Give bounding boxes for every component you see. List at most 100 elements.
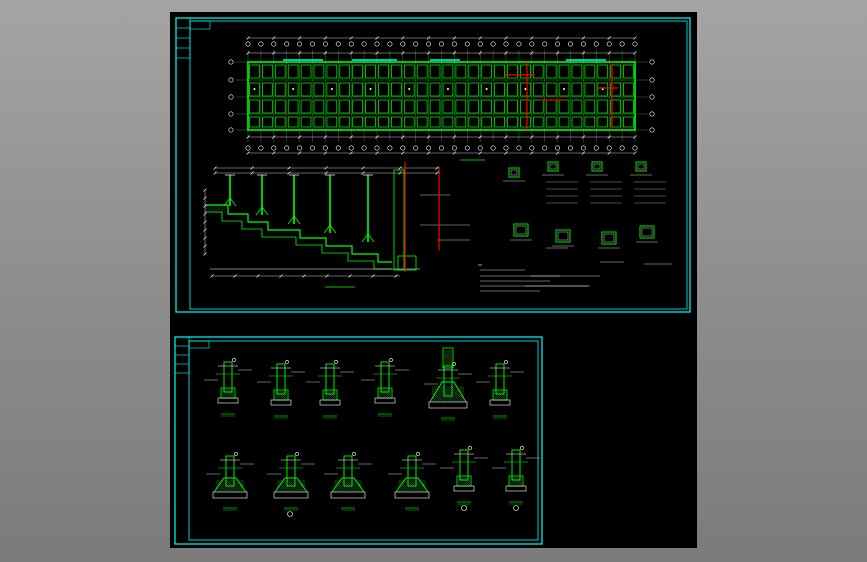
cad-rect bbox=[610, 82, 621, 97]
dimension-tick bbox=[607, 51, 611, 55]
hatch-line bbox=[399, 479, 412, 493]
hatch-line bbox=[416, 479, 427, 490]
cad-rect bbox=[262, 116, 273, 128]
axis-bubble bbox=[400, 41, 406, 47]
hatch-line bbox=[221, 479, 234, 493]
hatch-line bbox=[378, 392, 384, 398]
hatch-line bbox=[437, 385, 455, 403]
dimension-tick bbox=[323, 151, 328, 155]
cad-rect bbox=[455, 64, 467, 79]
hatch-line bbox=[280, 390, 288, 398]
dimension-tick bbox=[323, 135, 328, 139]
hatch-line bbox=[204, 209, 209, 214]
axis-bubble bbox=[322, 41, 328, 47]
model-space-sheet[interactable] bbox=[170, 12, 697, 548]
hatch-line bbox=[397, 480, 410, 493]
axis-bubble bbox=[245, 145, 251, 151]
footing-marker bbox=[232, 358, 236, 362]
cad-rect bbox=[623, 116, 634, 128]
cad-rect bbox=[339, 99, 351, 114]
dimension-tick bbox=[361, 166, 365, 170]
hatch-line bbox=[442, 385, 459, 403]
dimension-tick bbox=[401, 36, 405, 40]
axis-bubble bbox=[503, 41, 509, 47]
top-title-strip bbox=[175, 17, 211, 59]
dimension-tick bbox=[398, 166, 402, 170]
hatch-line bbox=[333, 483, 343, 493]
hatch-line bbox=[435, 385, 452, 403]
axis-bubble bbox=[309, 41, 315, 47]
dimension-tick bbox=[272, 135, 276, 139]
plan-pile-mark bbox=[446, 88, 449, 90]
cad-rect bbox=[313, 82, 325, 97]
axis-bubble bbox=[649, 111, 655, 117]
dimension-tick bbox=[581, 135, 586, 139]
cad-rect bbox=[374, 397, 396, 404]
hatch-line bbox=[431, 390, 444, 403]
cad-rect bbox=[212, 491, 248, 499]
cad-rect bbox=[545, 116, 557, 128]
hatch-line bbox=[462, 385, 465, 388]
hatch-line bbox=[457, 482, 461, 486]
top-sheet-border bbox=[175, 17, 691, 313]
dimension-tick bbox=[452, 51, 457, 55]
cad-rect bbox=[276, 363, 286, 395]
hatch-line bbox=[215, 485, 223, 493]
cad-rect bbox=[468, 82, 480, 97]
axis-bubble bbox=[361, 145, 367, 151]
axis-bubble bbox=[649, 127, 655, 133]
cad-rect bbox=[584, 64, 596, 79]
hatch-line bbox=[433, 385, 450, 403]
axis-bubble bbox=[555, 41, 561, 47]
cad-rect bbox=[300, 99, 312, 114]
axis-bubble bbox=[580, 145, 586, 151]
cad-rect bbox=[378, 116, 389, 128]
hatch-line bbox=[431, 393, 441, 403]
cad-rect bbox=[481, 116, 492, 128]
hatch-line bbox=[465, 476, 471, 482]
cad-rect bbox=[494, 116, 505, 128]
hatch-line bbox=[277, 390, 287, 400]
bottom-sheet-inner-border bbox=[188, 340, 539, 541]
hatch-line bbox=[457, 478, 465, 486]
axis-bubble bbox=[451, 145, 457, 151]
hatch-line bbox=[431, 386, 448, 403]
hatch-line bbox=[333, 390, 337, 394]
cad-rect bbox=[623, 82, 634, 97]
plan-axis-bubbles bbox=[228, 41, 655, 151]
section-axis-lines bbox=[404, 162, 440, 272]
footing-section bbox=[306, 360, 354, 419]
plan-pile-mark bbox=[524, 88, 527, 90]
cad-rect bbox=[343, 455, 353, 487]
hatch-line bbox=[431, 395, 439, 403]
hatch-line bbox=[276, 485, 284, 493]
hatch-line bbox=[211, 204, 221, 214]
hatch-line bbox=[205, 204, 215, 214]
cad-polyline bbox=[287, 215, 301, 225]
hatch-line bbox=[503, 390, 507, 394]
cad-rect bbox=[352, 64, 363, 79]
cad-rect bbox=[545, 64, 557, 79]
cad-rect bbox=[557, 231, 569, 241]
cad-rect bbox=[270, 399, 292, 406]
hatch-line bbox=[509, 480, 515, 486]
cad-rect bbox=[393, 169, 405, 271]
hatch-line bbox=[407, 479, 421, 493]
dimension-tick bbox=[581, 151, 586, 155]
hatch-line bbox=[397, 483, 407, 493]
hatch-line bbox=[381, 388, 391, 398]
axis-bubble bbox=[335, 41, 341, 47]
cad-rect bbox=[326, 82, 338, 97]
cad-rect bbox=[455, 99, 467, 114]
cad-rect bbox=[623, 99, 634, 114]
hatch-line bbox=[221, 390, 229, 398]
axis-bubble bbox=[258, 145, 264, 151]
dimension-tick bbox=[349, 51, 353, 55]
dimension-tick bbox=[633, 51, 637, 55]
hatch-line bbox=[215, 489, 219, 493]
hatch-line bbox=[222, 388, 231, 398]
hatch-line bbox=[410, 479, 423, 493]
dimension-tick bbox=[478, 151, 482, 155]
dimension-tick bbox=[394, 274, 398, 278]
